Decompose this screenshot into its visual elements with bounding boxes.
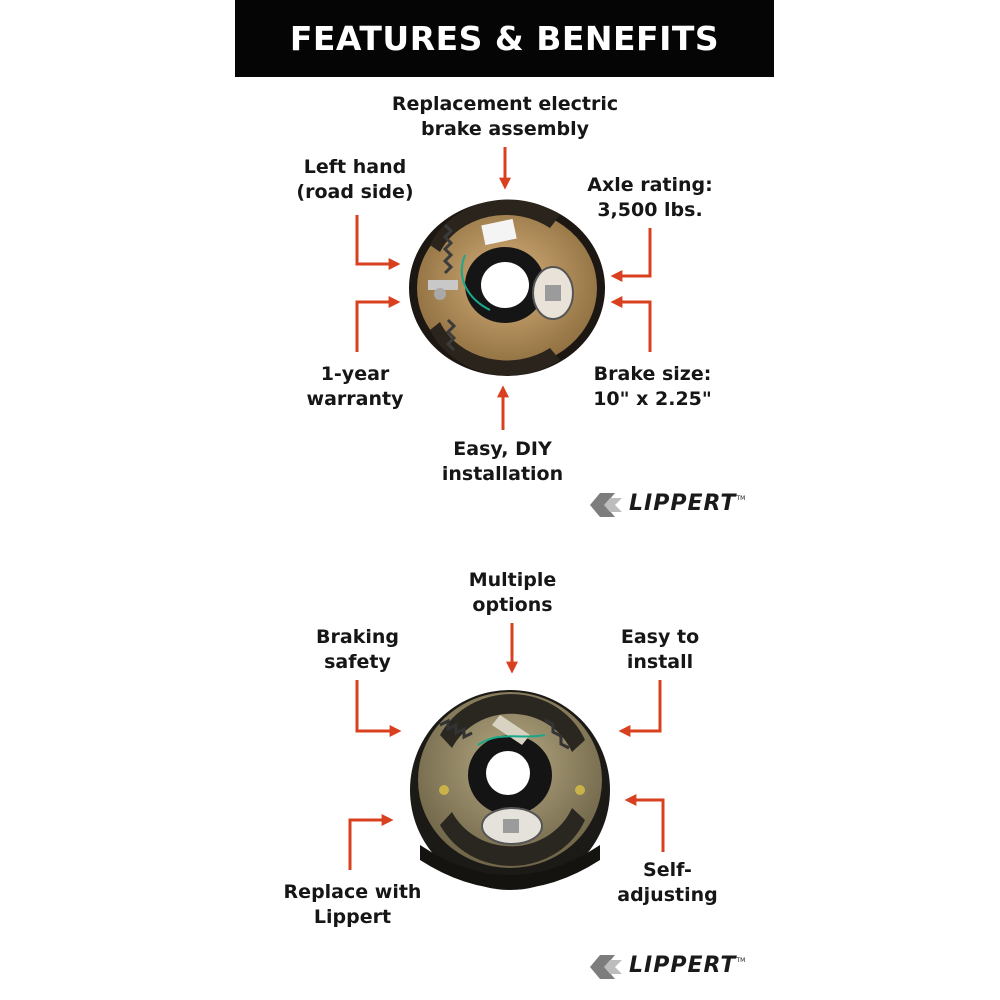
lippert-logo-mark-2 bbox=[590, 955, 622, 979]
lippert-logo-mark-1 bbox=[590, 493, 622, 517]
brake-assembly-image-2 bbox=[410, 690, 610, 890]
label-left-hand: Left hand(road side) bbox=[296, 156, 414, 203]
page-title: FEATURES & BENEFITS bbox=[289, 19, 720, 58]
brake-assembly-image-1 bbox=[409, 199, 605, 376]
lippert-logo-2: LIPPERT TM bbox=[629, 953, 746, 978]
arrows-panel-1 bbox=[355, 147, 652, 430]
label-brake-size: Brake size:10" x 2.25" bbox=[593, 363, 712, 410]
lippert-logo-text: LIPPERT bbox=[629, 953, 737, 978]
lippert-logo-1: LIPPERT TM bbox=[629, 491, 746, 516]
label-self-adjusting: Self-adjusting bbox=[617, 859, 718, 906]
header-banner: FEATURES & BENEFITS bbox=[235, 0, 774, 77]
lippert-logo-text: LIPPERT bbox=[629, 491, 737, 516]
arrows-panel-2 bbox=[348, 623, 665, 870]
label-axle-rating: Axle rating:3,500 lbs. bbox=[587, 174, 713, 221]
